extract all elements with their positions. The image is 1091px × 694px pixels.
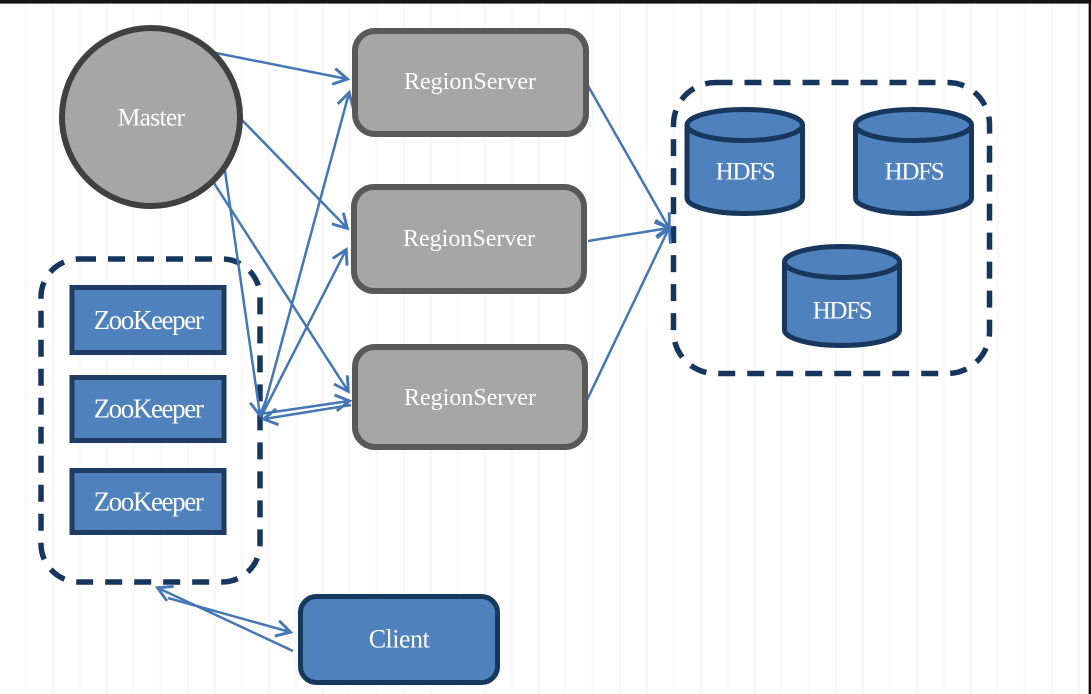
svg-text:RegionServer: RegionServer [404, 385, 536, 411]
svg-text:HDFS: HDFS [716, 159, 775, 186]
svg-text:Master: Master [118, 103, 186, 132]
svg-text:HDFS: HDFS [885, 159, 944, 186]
svg-text:ZooKeeper: ZooKeeper [94, 487, 204, 517]
svg-text:HDFS: HDFS [813, 298, 872, 325]
svg-text:Client: Client [369, 625, 431, 654]
svg-text:ZooKeeper: ZooKeeper [94, 305, 204, 335]
svg-text:RegionServer: RegionServer [403, 226, 535, 252]
svg-text:RegionServer: RegionServer [404, 69, 536, 95]
svg-text:ZooKeeper: ZooKeeper [94, 394, 204, 424]
